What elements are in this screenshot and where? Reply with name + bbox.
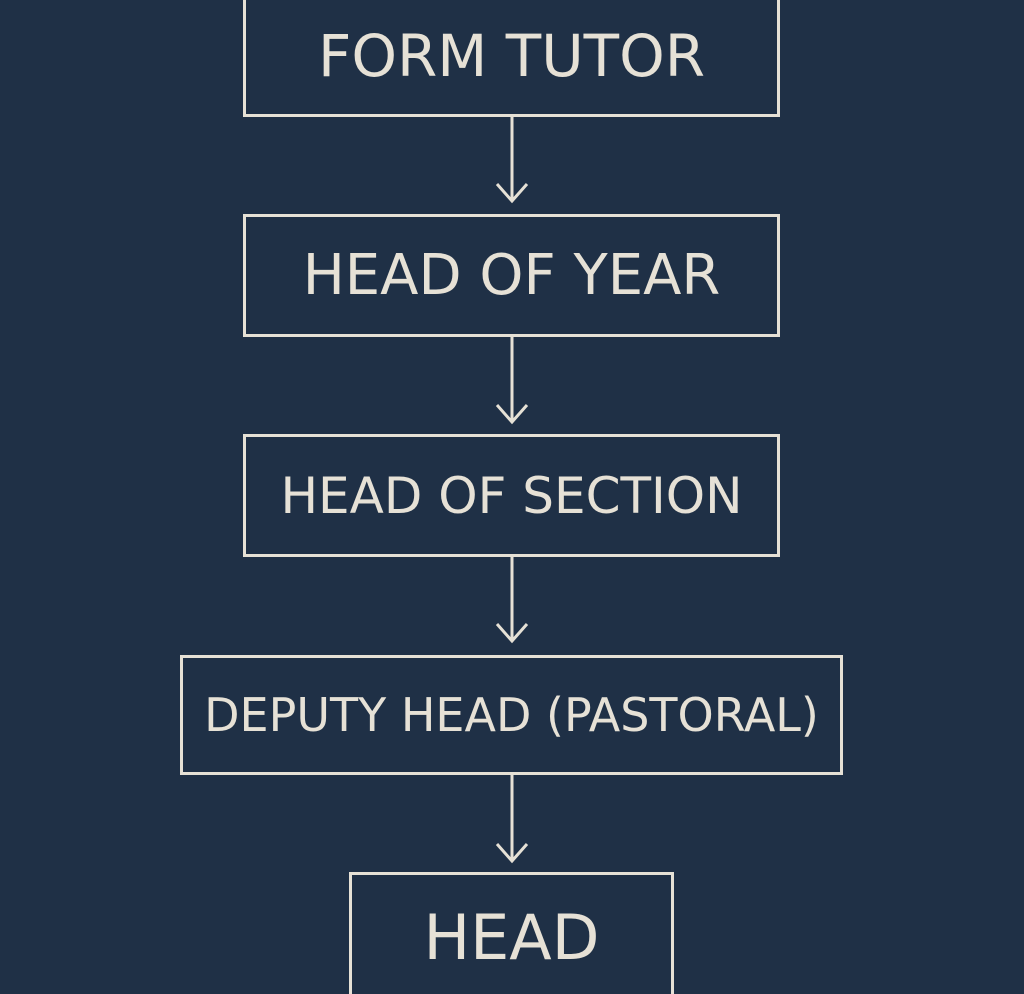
node-form-tutor: FORM TUTOR (243, 0, 780, 117)
node-deputy-head-pastoral: DEPUTY HEAD (PASTORAL) (180, 655, 843, 775)
node-label-form-tutor: FORM TUTOR (317, 21, 706, 90)
node-label-head: HEAD (423, 900, 600, 974)
node-head-of-section: HEAD OF SECTION (243, 434, 780, 557)
node-head-of-year: HEAD OF YEAR (243, 214, 780, 337)
arrow-deputy-head-to-head (495, 775, 529, 864)
node-label-deputy-head-pastoral: DEPUTY HEAD (PASTORAL) (204, 688, 819, 742)
node-label-head-of-section: HEAD OF SECTION (280, 466, 743, 525)
arrow-head-of-section-to-deputy-head (495, 557, 529, 644)
node-head: HEAD (349, 872, 674, 994)
arrow-head-of-year-to-head-of-section (495, 337, 529, 425)
node-label-head-of-year: HEAD OF YEAR (302, 243, 721, 308)
arrow-form-tutor-to-head-of-year (495, 117, 529, 204)
